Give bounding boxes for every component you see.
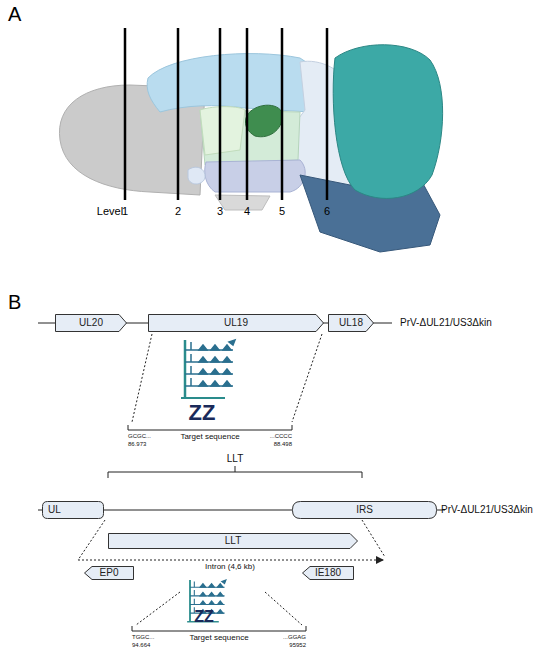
target-label: Target sequence — [180, 433, 239, 441]
gene-outline — [56, 315, 127, 332]
construct-name: PrV-ΔUL21/US3Δkin — [400, 318, 492, 328]
genome-position: 88.498 — [274, 441, 292, 447]
gene-name: LLT — [225, 536, 242, 546]
gene-box: EP0 — [84, 566, 134, 580]
gene-box: UL20 — [55, 314, 127, 332]
genome-position: 86.973 — [128, 441, 146, 447]
gene-name: IRS — [356, 505, 373, 515]
sequence-end: ...CCCC — [270, 433, 292, 439]
gene-outline — [303, 567, 354, 580]
transcript-label: LLT — [227, 454, 244, 464]
probe-symbol: ZZ — [194, 609, 214, 625]
genome-position: 94.664 — [132, 642, 150, 648]
panel-letter: A — [8, 4, 21, 24]
level-number: 4 — [244, 206, 250, 217]
genome-map-ul19 — [38, 323, 392, 430]
gene-outline — [109, 534, 358, 549]
construct-name: PrV-ΔUL21/US3Δkin — [441, 505, 533, 515]
gene-box: UL19 — [148, 314, 324, 332]
sequence-start: TGGC... — [132, 634, 154, 640]
genome-position: 95952 — [289, 642, 306, 648]
gene-name: UL20 — [79, 318, 103, 328]
gene-outline — [43, 502, 104, 519]
section-lines — [125, 28, 327, 200]
gene-name: IE180 — [315, 568, 341, 578]
target-label: Target sequence — [189, 634, 248, 642]
gene-name: UL — [42, 505, 61, 515]
gene-box: UL — [42, 501, 104, 519]
level-number: 5 — [279, 206, 285, 217]
gene-box: UL18 — [328, 314, 374, 332]
gene-box: IE180 — [302, 566, 354, 580]
gene-outline — [149, 315, 324, 332]
gene-outline — [293, 502, 437, 519]
level-number: 2 — [175, 206, 181, 217]
gene-box: LLT — [108, 533, 358, 549]
intron-label: Intron (4,6 kb) — [205, 563, 255, 571]
genome-map-llt — [38, 466, 445, 631]
panel-letter: B — [8, 292, 21, 312]
gene-outline — [329, 315, 374, 332]
sequence-end: ...GGAG — [283, 634, 306, 640]
gene-name: UL19 — [224, 318, 248, 328]
probe-symbol: ZZ — [189, 402, 216, 424]
gene-outline — [85, 567, 134, 580]
level-number: 6 — [324, 206, 330, 217]
gene-name: EP0 — [100, 568, 119, 578]
axis-label: Level — [97, 206, 123, 217]
level-number: 3 — [217, 206, 223, 217]
level-number: 1 — [122, 206, 128, 217]
gene-name: UL18 — [339, 318, 363, 328]
gene-box: IRS — [292, 501, 437, 519]
sequence-start: GCGC... — [128, 433, 151, 439]
brain-outline — [59, 45, 442, 252]
